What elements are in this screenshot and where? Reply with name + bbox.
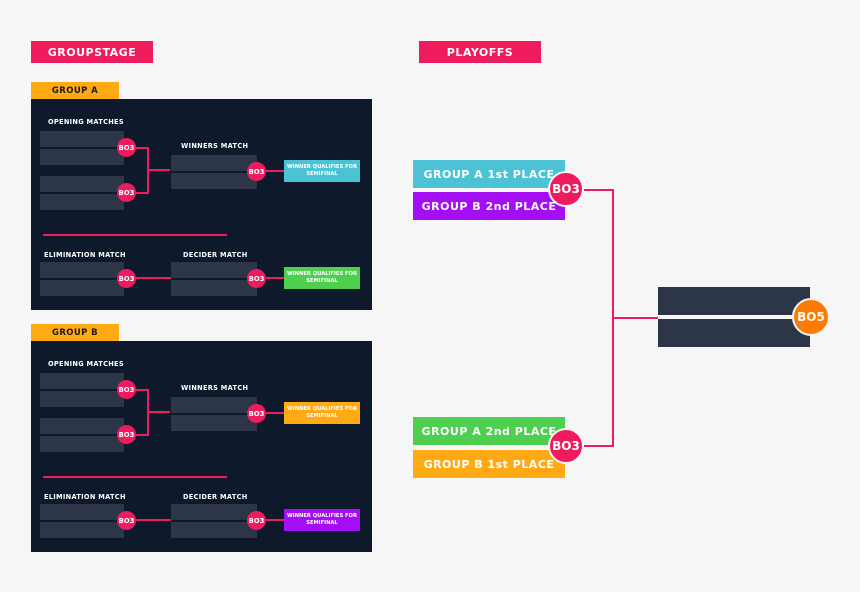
bracket-line [266, 412, 285, 414]
bo3-badge: BO3 [247, 404, 266, 423]
bracket-line [266, 277, 285, 279]
team-slot [171, 522, 257, 538]
bracket-line [584, 189, 614, 191]
team-slot [40, 373, 124, 389]
bracket-line [613, 317, 658, 319]
bracket-line [135, 389, 148, 391]
group-b-2nd-place-slot: GROUP B 2nd PLACE [413, 192, 565, 220]
winner-qualifies-box: WINNER QUALIFIES FOR SEMIFINAL [284, 509, 360, 531]
team-slot [40, 262, 124, 278]
winners-match-label: WINNERS MATCH [181, 384, 249, 392]
team-slot [40, 176, 124, 192]
team-slot [171, 155, 257, 171]
section-divider [43, 234, 227, 236]
team-slot [40, 504, 124, 520]
bracket-line [148, 411, 170, 413]
elimination-match-label: ELIMINATION MATCH [44, 493, 126, 501]
team-slot [40, 149, 124, 165]
team-slot [40, 280, 124, 296]
decider-match-label: DECIDER MATCH [183, 493, 248, 501]
bo3-badge: BO3 [117, 511, 136, 530]
bracket-line [584, 445, 614, 447]
bracket-line [135, 277, 171, 279]
semifinal-1-bo3-badge: BO3 [548, 171, 584, 207]
winner-qualifies-box: WINNER QUALIFIES FOR SEMIFINAL [284, 160, 360, 182]
group-b-1st-place-slot: GROUP B 1st PLACE [413, 450, 565, 478]
bo3-badge: BO3 [117, 380, 136, 399]
opening-matches-label: OPENING MATCHES [48, 118, 124, 126]
winners-match-label: WINNERS MATCH [181, 142, 249, 150]
final-bo5-badge: BO5 [792, 298, 830, 336]
section-divider [43, 476, 227, 478]
team-slot [171, 280, 257, 296]
team-slot [171, 504, 257, 520]
winner-qualifies-box: WINNER QUALIFIES FOR SEMIFINAL [284, 402, 360, 424]
bracket-line [135, 519, 171, 521]
bo3-badge: BO3 [247, 162, 266, 181]
bo3-badge: BO3 [117, 425, 136, 444]
semifinal-2-bo3-badge: BO3 [548, 428, 584, 464]
group-a-panel: OPENING MATCHES BO3 BO3 WINNERS MATCH BO… [31, 99, 372, 310]
bo3-badge: BO3 [117, 269, 136, 288]
group-a-1st-place-slot: GROUP A 1st PLACE [413, 160, 565, 188]
group-a-2nd-place-slot: GROUP A 2nd PLACE [413, 417, 565, 445]
team-slot [171, 262, 257, 278]
team-slot [40, 194, 124, 210]
team-slot [40, 391, 124, 407]
bracket-line [135, 434, 148, 436]
team-slot [40, 522, 124, 538]
bracket-line [148, 169, 170, 171]
team-slot [171, 397, 257, 413]
elimination-match-label: ELIMINATION MATCH [44, 251, 126, 259]
bracket-line [266, 519, 285, 521]
playoffs-header: PLAYOFFS [419, 41, 541, 63]
groupstage-header: GROUPSTAGE [31, 41, 153, 63]
group-b-panel: OPENING MATCHES BO3 BO3 WINNERS MATCH BO… [31, 341, 372, 552]
decider-match-label: DECIDER MATCH [183, 251, 248, 259]
winner-qualifies-box: WINNER QUALIFIES FOR SEMIFINAL [284, 267, 360, 289]
group-b-tag: GROUP B [31, 324, 119, 341]
bracket-line [135, 192, 148, 194]
final-team-slot [658, 319, 810, 347]
bracket-line [266, 170, 285, 172]
team-slot [40, 436, 124, 452]
opening-matches-label: OPENING MATCHES [48, 360, 124, 368]
final-team-slot [658, 287, 810, 315]
group-a-tag: GROUP A [31, 82, 119, 99]
team-slot [171, 173, 257, 189]
bo3-badge: BO3 [247, 269, 266, 288]
bo3-badge: BO3 [247, 511, 266, 530]
bracket-line [135, 147, 148, 149]
team-slot [40, 418, 124, 434]
team-slot [40, 131, 124, 147]
bo3-badge: BO3 [117, 183, 136, 202]
team-slot [171, 415, 257, 431]
bo3-badge: BO3 [117, 138, 136, 157]
